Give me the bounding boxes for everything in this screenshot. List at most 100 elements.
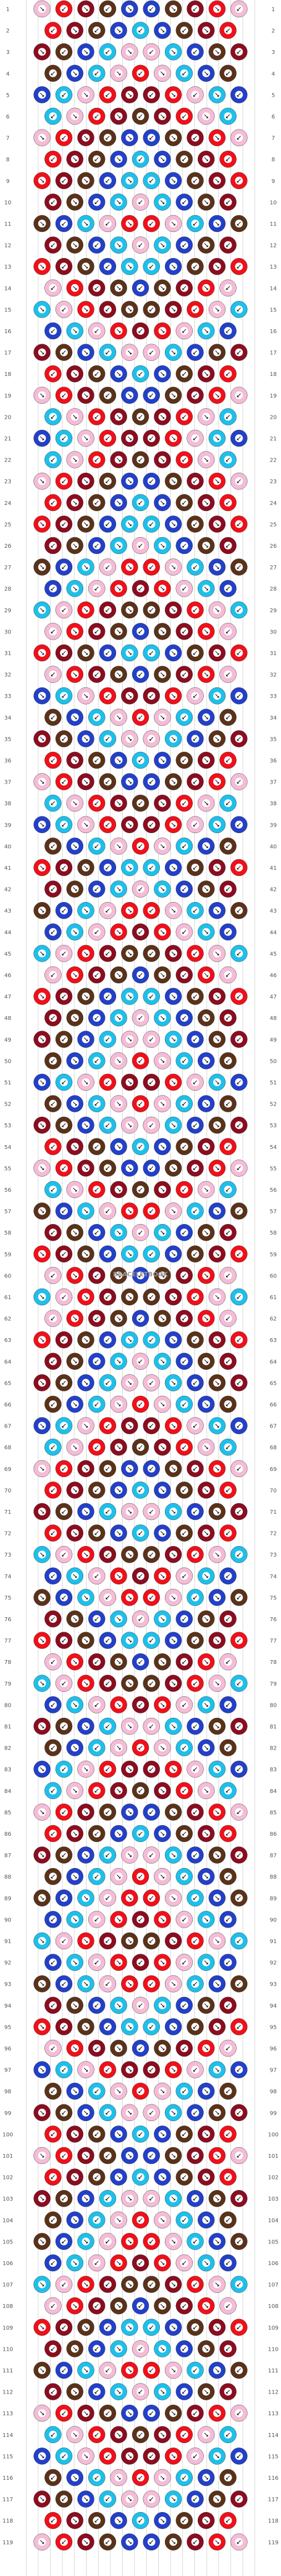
knot-arrow-icon — [84, 2368, 88, 2372]
knot — [197, 1911, 215, 1928]
knot-arrow-icon — [138, 1230, 143, 1235]
knot-arrow-icon — [138, 1058, 143, 1063]
knot — [164, 901, 182, 919]
knot-arrow-icon — [160, 71, 164, 76]
knot — [154, 623, 171, 640]
knot — [44, 1482, 62, 1499]
knot — [208, 859, 226, 876]
knot-arrow-icon — [149, 307, 154, 311]
knot-arrow-icon — [138, 1187, 143, 1192]
knot — [99, 859, 117, 876]
row-number: 29 — [270, 608, 277, 614]
knot — [230, 387, 248, 404]
knot — [110, 2511, 127, 2529]
knot-arrow-icon — [106, 1380, 110, 1385]
knot — [77, 2319, 94, 2336]
knot-arrow-icon — [237, 1638, 241, 1643]
knot — [44, 2082, 62, 2100]
knot-arrow-icon — [106, 1123, 110, 1127]
knot-arrow-icon — [226, 1874, 230, 1879]
row-number: 44 — [270, 930, 277, 936]
knot-arrow-icon — [171, 307, 175, 311]
knot-arrow-icon — [106, 179, 110, 183]
knot-arrow-icon — [215, 2368, 219, 2372]
knot-arrow-icon — [204, 1058, 208, 1063]
knot-arrow-icon — [171, 1810, 175, 1814]
knot-arrow-icon — [171, 1638, 175, 1643]
knot-arrow-icon — [40, 1166, 44, 1170]
knot-arrow-icon — [204, 1960, 208, 1965]
knot-arrow-icon — [127, 1853, 132, 1857]
knot — [88, 1825, 106, 1842]
knot-arrow-icon — [193, 1939, 197, 1943]
row-number: 77 — [4, 1638, 12, 1644]
row-number: 93 — [270, 1981, 277, 1988]
knot-arrow-icon — [73, 2433, 77, 2437]
knot-arrow-icon — [215, 479, 219, 483]
knot — [88, 2168, 106, 2186]
knot — [99, 1717, 117, 1735]
knot-arrow-icon — [237, 350, 241, 355]
knot-arrow-icon — [138, 501, 143, 505]
knot-arrow-icon — [62, 2497, 66, 2501]
knot-arrow-icon — [182, 1058, 187, 1063]
row-number: 2 — [272, 28, 275, 34]
knot — [55, 1545, 73, 1563]
knot — [197, 1138, 215, 1156]
knot — [164, 988, 182, 1005]
row-number: 48 — [270, 1015, 277, 1022]
knot-arrow-icon — [51, 543, 55, 548]
knot — [132, 1782, 149, 1800]
knot — [175, 2082, 193, 2100]
knot — [175, 107, 193, 125]
row-number: 21 — [4, 436, 12, 442]
knot — [132, 236, 149, 254]
knot-arrow-icon — [193, 436, 197, 440]
knot — [55, 601, 73, 619]
knot-arrow-icon — [193, 1638, 197, 1643]
knot — [132, 1223, 149, 1241]
knot — [44, 1567, 62, 1585]
knot-arrow-icon — [127, 565, 132, 569]
knot — [132, 1911, 149, 1928]
knot-arrow-icon — [149, 1037, 154, 1042]
knot — [66, 1395, 84, 1413]
knot — [143, 901, 160, 919]
knot-arrow-icon — [226, 1789, 230, 1793]
knot — [66, 2168, 84, 2186]
knot-arrow-icon — [149, 1380, 154, 1385]
knot — [44, 1310, 62, 1327]
row-number: 80 — [270, 1702, 277, 1708]
knot-arrow-icon — [84, 951, 88, 955]
knot — [230, 1632, 248, 1649]
knot — [33, 2361, 51, 2379]
knot-arrow-icon — [62, 2068, 66, 2072]
knot — [143, 644, 160, 662]
knot — [208, 257, 226, 275]
knot — [99, 2061, 117, 2078]
knot-arrow-icon — [204, 672, 208, 677]
knot — [143, 472, 160, 490]
knot-arrow-icon — [193, 1509, 197, 1514]
knot-arrow-icon — [215, 307, 219, 311]
knot-arrow-icon — [84, 2239, 88, 2243]
knot — [132, 1610, 149, 1628]
knot — [77, 1160, 94, 1177]
knot-arrow-icon — [215, 1638, 219, 1643]
knot — [110, 1009, 127, 1027]
knot — [55, 387, 73, 404]
knot-arrow-icon — [40, 693, 44, 698]
knot — [99, 601, 117, 619]
knot-arrow-icon — [94, 2003, 99, 2008]
knot-arrow-icon — [204, 71, 208, 76]
knot-arrow-icon — [51, 1574, 55, 1578]
knot-arrow-icon — [226, 543, 230, 548]
knot-arrow-icon — [117, 71, 121, 76]
knot — [132, 838, 149, 855]
knot — [197, 1482, 215, 1499]
knot-arrow-icon — [62, 92, 66, 97]
knot — [88, 1567, 106, 1585]
knot-arrow-icon — [182, 2175, 187, 2179]
knot — [132, 709, 149, 726]
knot — [154, 194, 171, 211]
